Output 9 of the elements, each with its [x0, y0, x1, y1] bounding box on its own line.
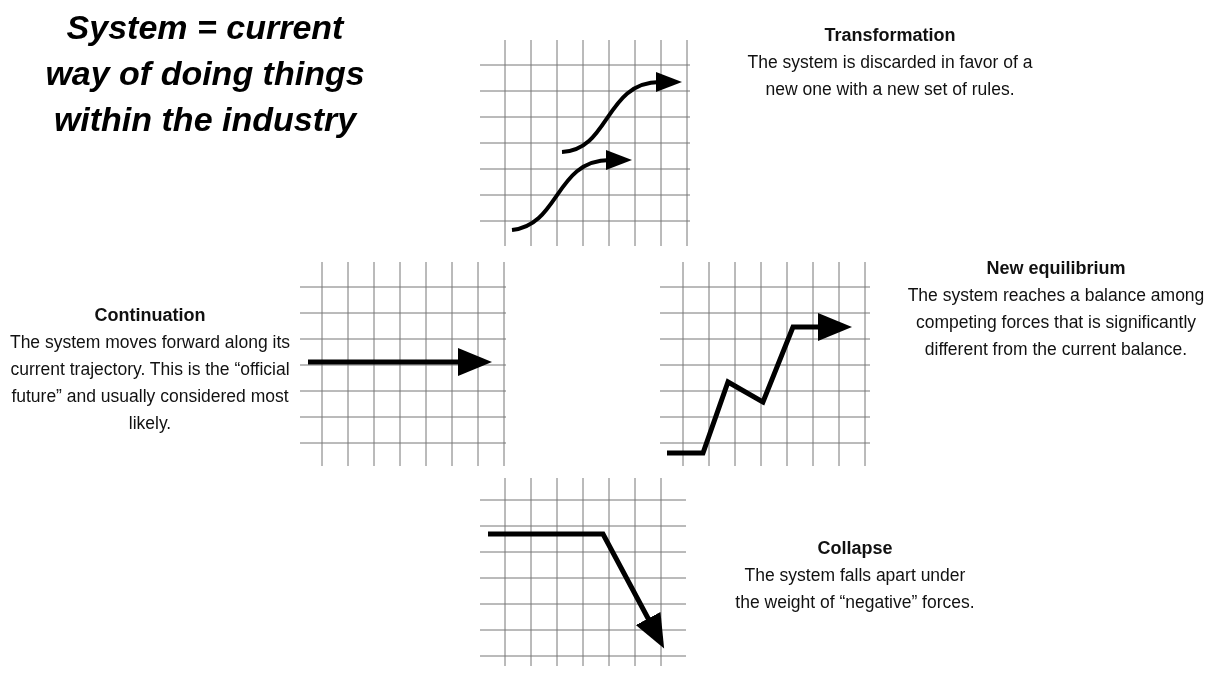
description: The system moves forward along its current trajectory. This is the “official future” and usually considered most likely. — [8, 331, 292, 435]
description: The system reaches a balance among competing forces that is significantly different from the current balance. — [906, 284, 1206, 361]
heading: Continuation — [93, 304, 207, 327]
heading: New equilibrium — [985, 257, 1127, 280]
description: The system is discarded in favor of a new one with a new set of rules. — [746, 51, 1034, 101]
heading: Collapse — [816, 537, 894, 560]
heading: Transformation — [823, 24, 957, 47]
description: The system falls apart under the weight of “negative” forces. — [735, 564, 975, 614]
title: System = current way of doing things within the industry — [44, 7, 366, 140]
